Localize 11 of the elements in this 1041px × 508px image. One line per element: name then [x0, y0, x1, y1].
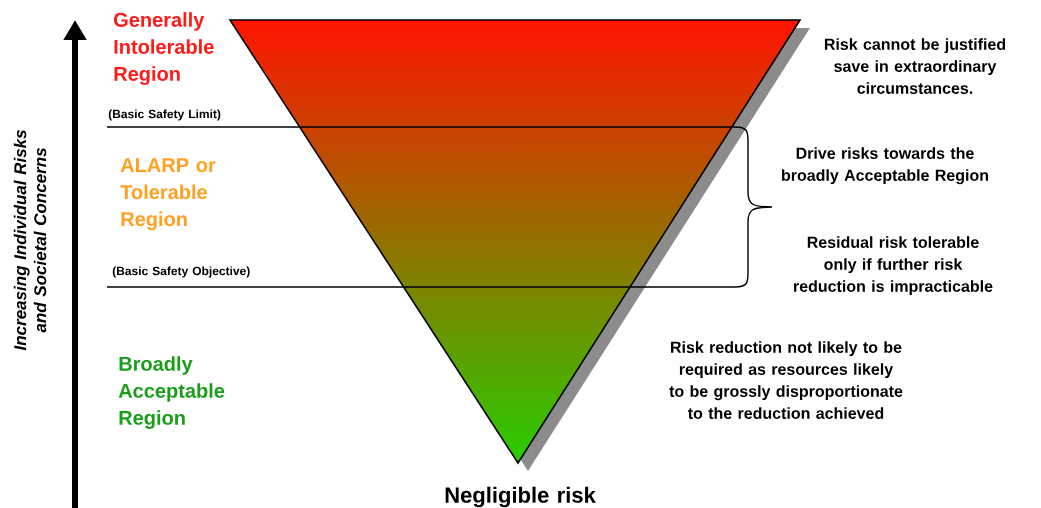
description-text: Risk cannot be justified save in extraordinary circumstances.: [824, 38, 1006, 94]
region-label: Broadly Acceptable Region: [118, 356, 225, 429]
threshold-label: (Basic Safety Limit): [108, 109, 221, 121]
description-text: Drive risks towards the broadly Acceptable Region: [782, 147, 988, 185]
region-label: ALARP or Tolerable Region: [120, 158, 216, 231]
caption-text: Negligible risk: [445, 486, 596, 508]
threshold-label: (Basic Safety Objective): [112, 266, 250, 278]
region-label: Generally Intolerable Region: [114, 12, 214, 85]
description-text: Risk reduction not likely to be required as resources likely to be grossly disproportionate to the reduction achieved: [669, 341, 903, 419]
description-text: Residual risk tolerable only if further risk reduction is impracticable: [794, 236, 993, 296]
axis-label: Increasing Individual Risks and Societal Concerns: [13, 130, 47, 351]
